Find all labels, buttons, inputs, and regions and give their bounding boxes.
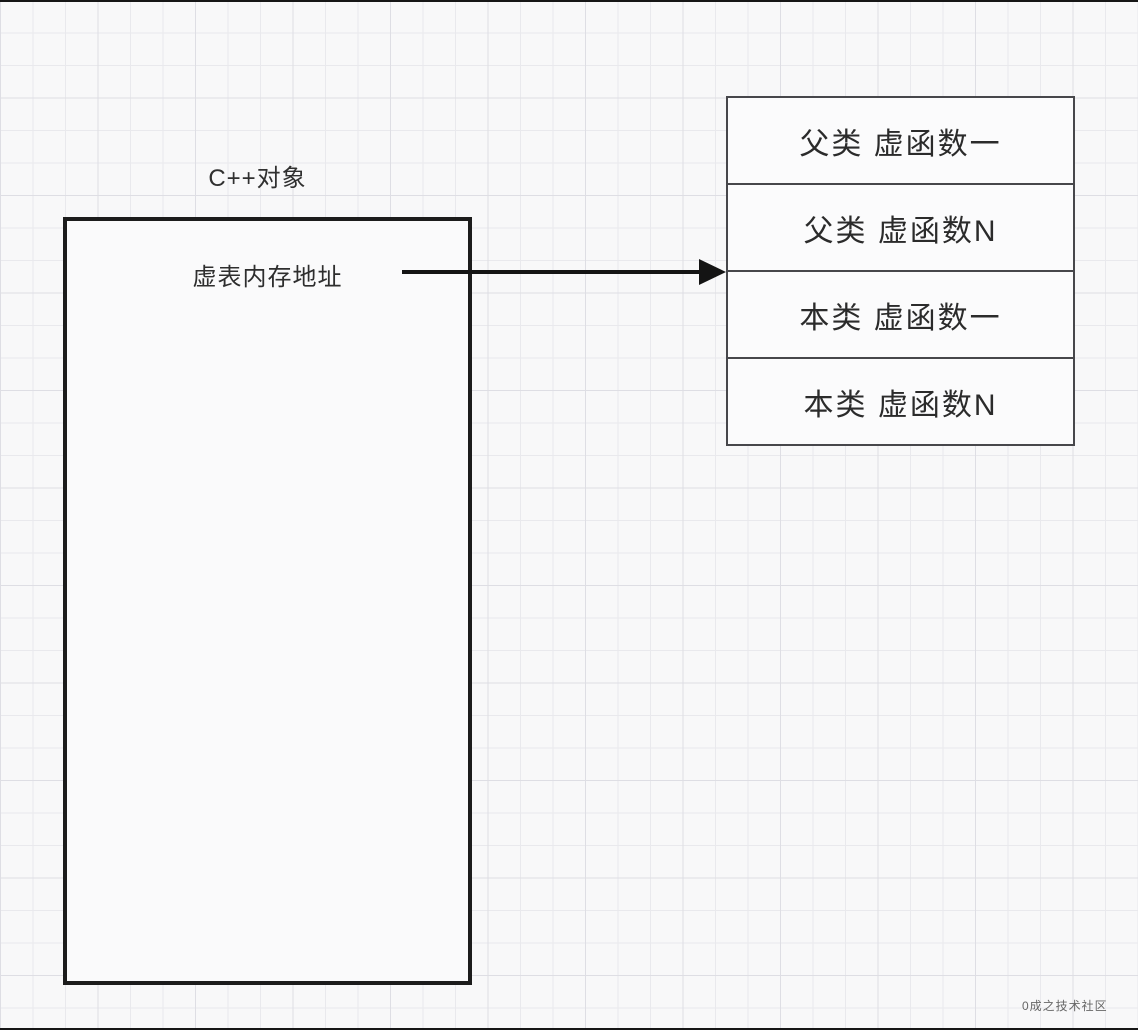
vtable-row: 父类 虚函数一 — [726, 96, 1075, 185]
top-edge-bar — [0, 0, 1138, 2]
pointer-arrow-line — [402, 270, 702, 274]
bottom-edge-bar — [0, 1028, 1138, 1030]
vtable-pointer-label: 虚表内存地址 — [192, 264, 343, 291]
cpp-object-box — [63, 217, 472, 985]
vtable-row: 本类 虚函数一 — [726, 270, 1075, 359]
vtable-row: 本类 虚函数N — [726, 357, 1075, 446]
vtable: 父类 虚函数一 父类 虚函数N 本类 虚函数一 本类 虚函数N — [726, 96, 1075, 446]
right-arrow-icon — [699, 259, 726, 285]
object-box-title: C++对象 — [208, 165, 307, 192]
watermark: 0成之技术社区 — [1022, 999, 1108, 1013]
vtable-row: 父类 虚函数N — [726, 183, 1075, 272]
